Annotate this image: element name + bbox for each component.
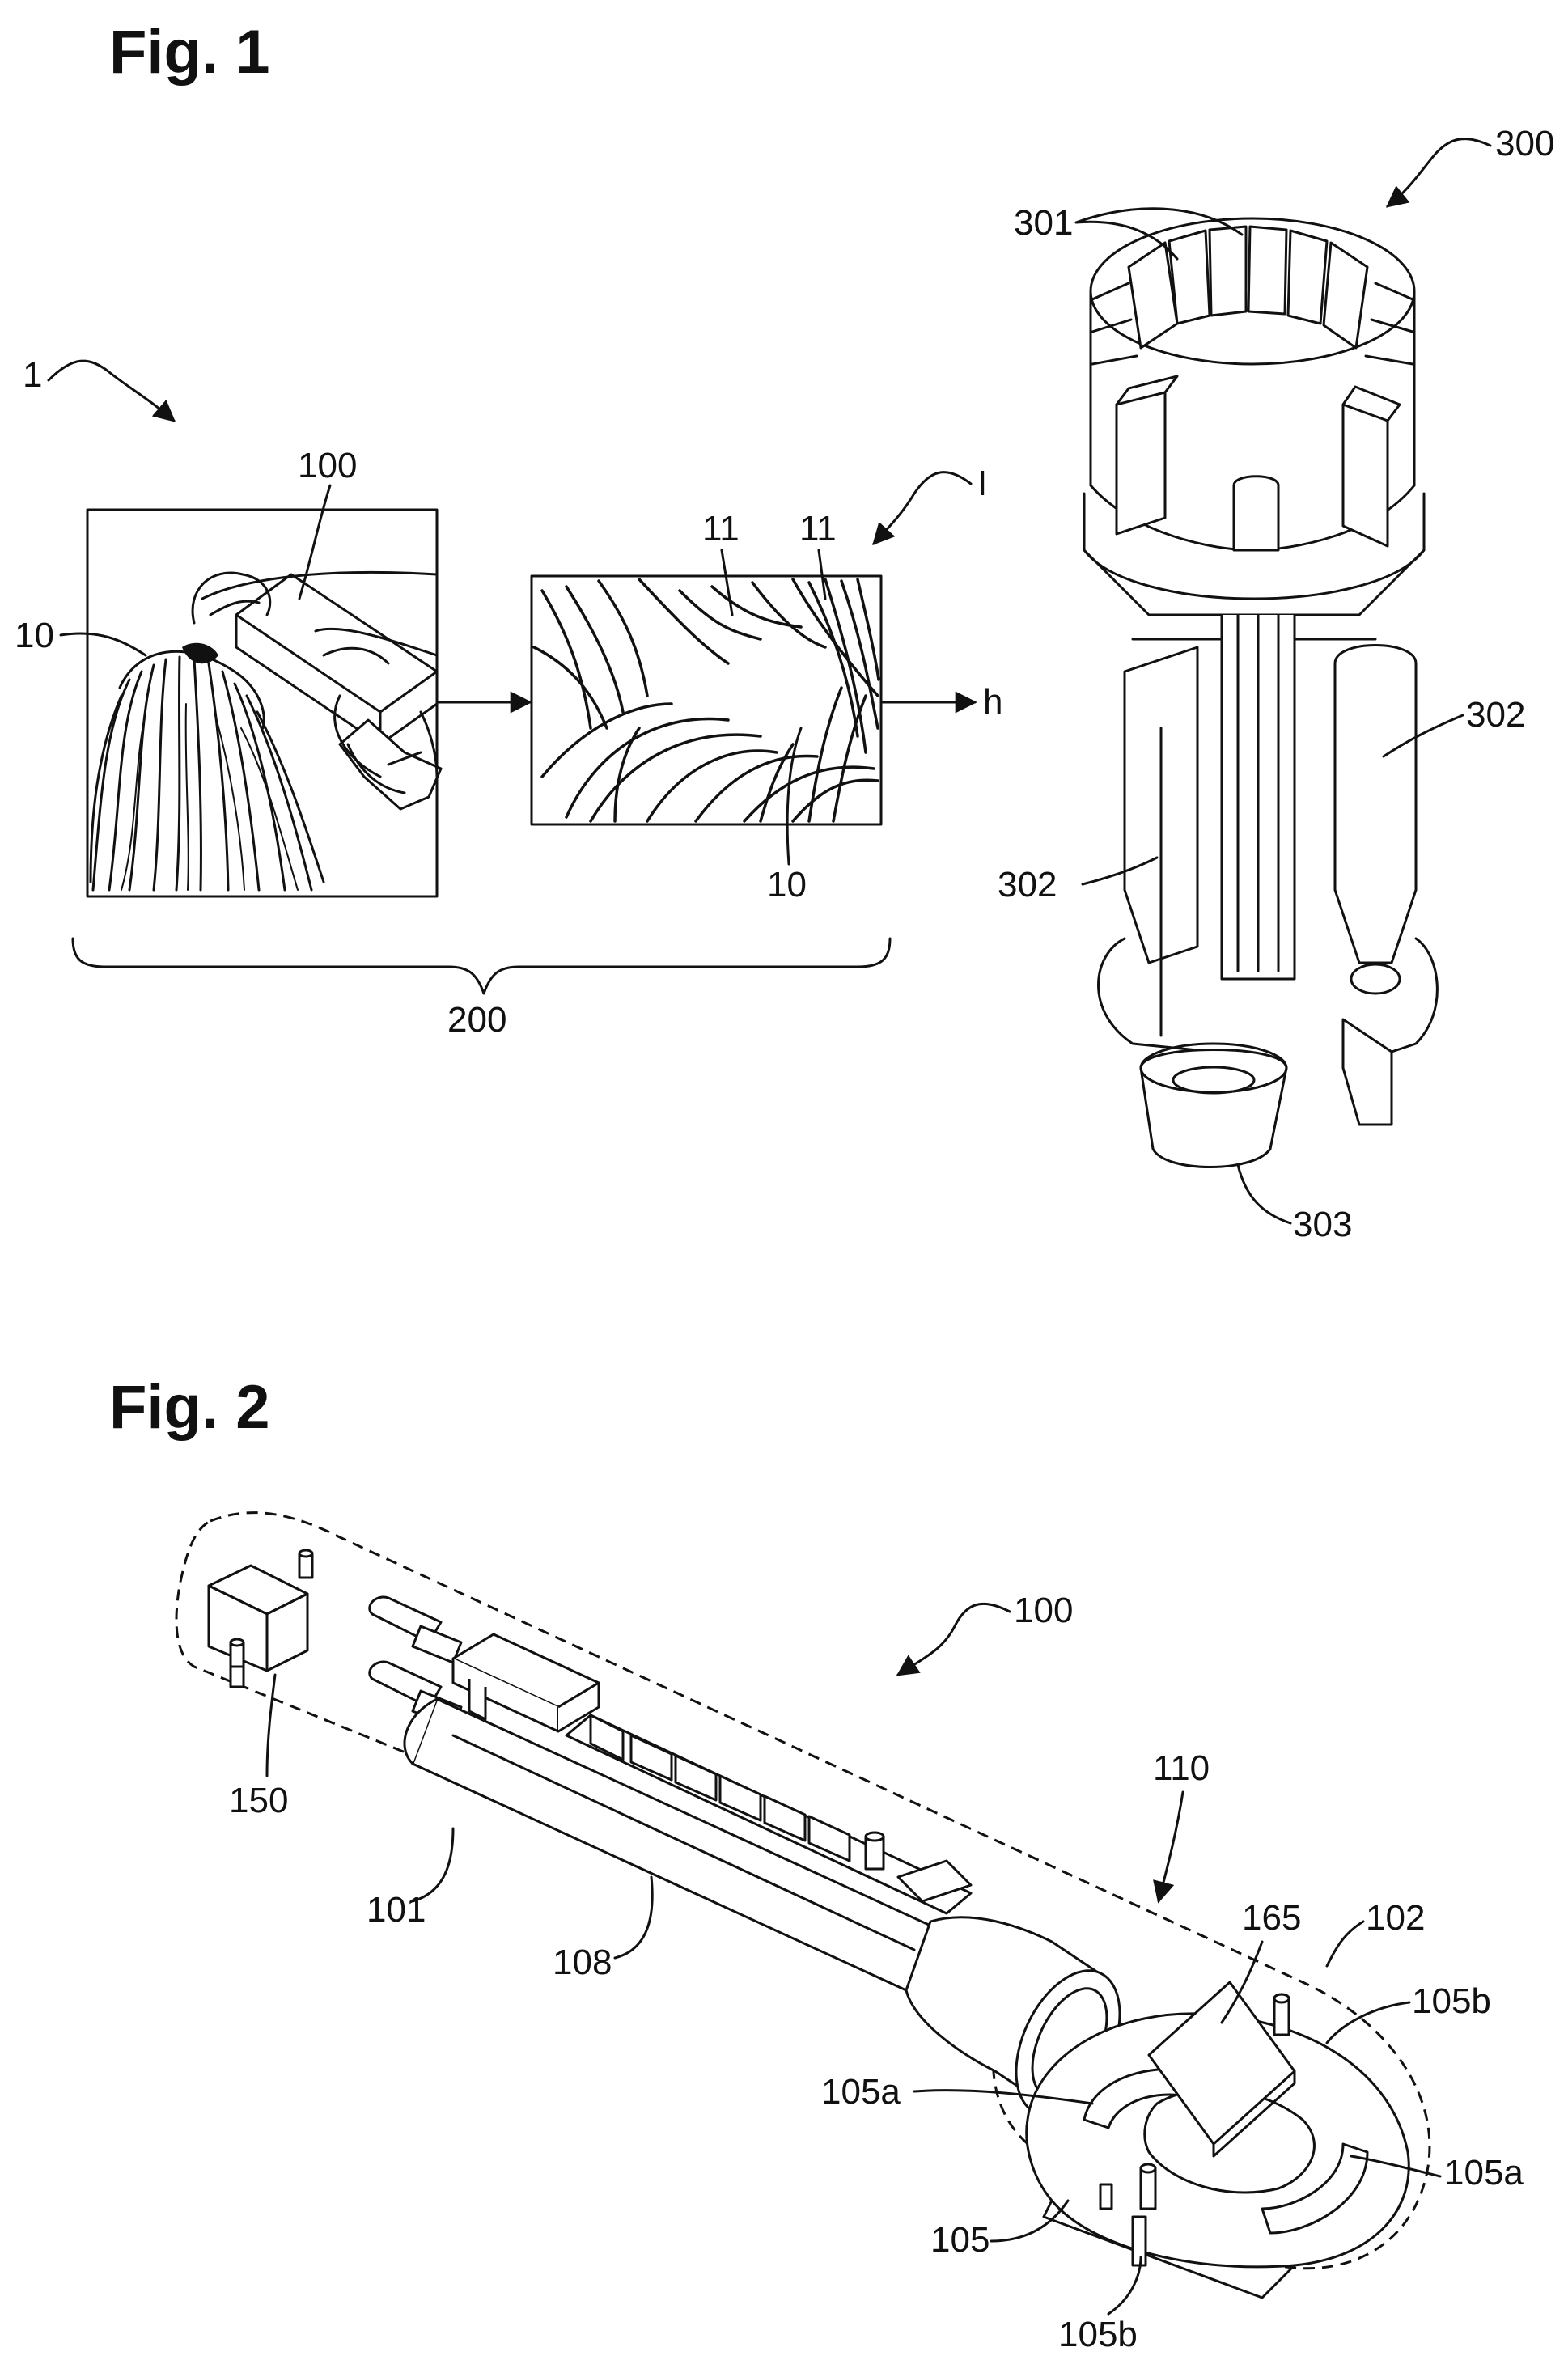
hair-image-panel (532, 576, 881, 824)
label-sensor: 165 (1242, 1898, 1301, 1938)
module-cube (209, 1550, 312, 1687)
leader-body (615, 1877, 652, 1958)
label-image: I (977, 464, 987, 503)
label-head-assembly: 110 (1153, 1748, 1210, 1788)
main-body (405, 1699, 1141, 2131)
label-dispenser: 300 (1495, 124, 1554, 163)
hair-illustration (91, 643, 324, 890)
dispenser-drawing (1084, 218, 1437, 1167)
hair-scan-panel (87, 510, 441, 896)
label-cartridges: 301 (1014, 203, 1073, 243)
leader-hair (61, 633, 146, 655)
leader-module (267, 1675, 275, 1776)
label-device-fig1: 100 (298, 446, 357, 485)
label-feature-11-a: 11 (702, 509, 740, 549)
label-slot-b-top: 105b (1412, 1981, 1491, 2021)
label-reservoir-left: 302 (998, 865, 1057, 905)
label-acquisition: 200 (447, 1000, 506, 1040)
label-reservoir-right: 302 (1466, 695, 1525, 735)
label-slot-b-bottom: 105b (1058, 2315, 1138, 2354)
leader-head (1327, 1922, 1363, 1966)
brace-acquisition (73, 939, 890, 994)
label-handle: 101 (367, 1890, 426, 1930)
fig1-title: Fig. 1 (109, 18, 269, 87)
leader-system (49, 361, 174, 421)
label-slot-a-left: 105a (821, 2072, 901, 2112)
leader-head-assembly (1159, 1792, 1183, 1901)
leader-feature-11-b (819, 550, 825, 599)
leader-dispenser (1388, 139, 1490, 206)
label-cup: 303 (1293, 1205, 1352, 1244)
leader-image (874, 472, 971, 544)
label-module: 150 (229, 1781, 288, 1820)
leader-cup (1238, 1165, 1290, 1223)
leader-device-fig2 (898, 1604, 1010, 1675)
label-body: 108 (553, 1943, 612, 1982)
label-axis: h (983, 682, 1002, 722)
fig2-title: Fig. 2 (109, 1373, 269, 1442)
leader-device-fig1 (299, 485, 330, 599)
hair-strands-image (534, 579, 879, 821)
leader-feature-11-a (722, 550, 732, 615)
label-plate: 105 (930, 2220, 990, 2260)
label-hair: 10 (15, 616, 54, 655)
leader-slot-b-top (1327, 2002, 1409, 2043)
label-slot-a-right: 105a (1444, 2153, 1524, 2193)
label-head: 102 (1366, 1898, 1425, 1938)
label-feature-11-b: 11 (799, 509, 837, 549)
label-hair-in-image: 10 (767, 865, 807, 905)
label-device-fig2: 100 (1014, 1591, 1073, 1630)
label-system: 1 (23, 355, 42, 395)
